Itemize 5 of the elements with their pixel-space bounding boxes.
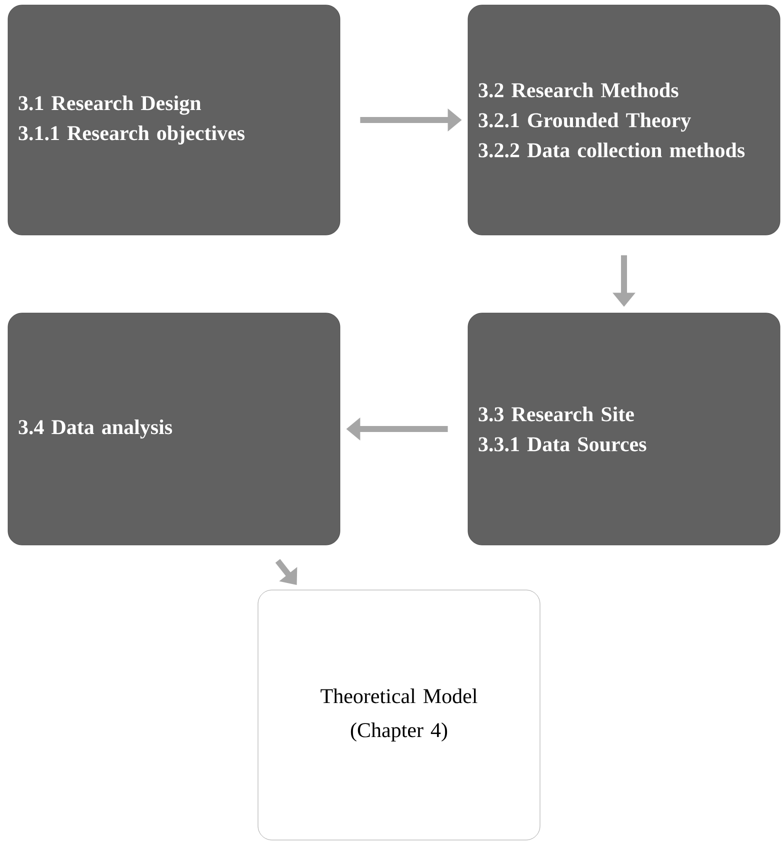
section-box: 3.1 Research Design 3.1.1 Research objectives bbox=[8, 4, 340, 236]
section-box: 3.4 Data analysis bbox=[8, 312, 340, 546]
section-box: 3.3 Research Site 3.3.1 Data Sources bbox=[468, 312, 780, 546]
result-box: Theoretical Model (Chapter 4) bbox=[258, 590, 540, 840]
section-box: 3.2 Research Methods 3.2.1 Grounded Theory 3.2.2 Data collection methods bbox=[468, 4, 780, 236]
